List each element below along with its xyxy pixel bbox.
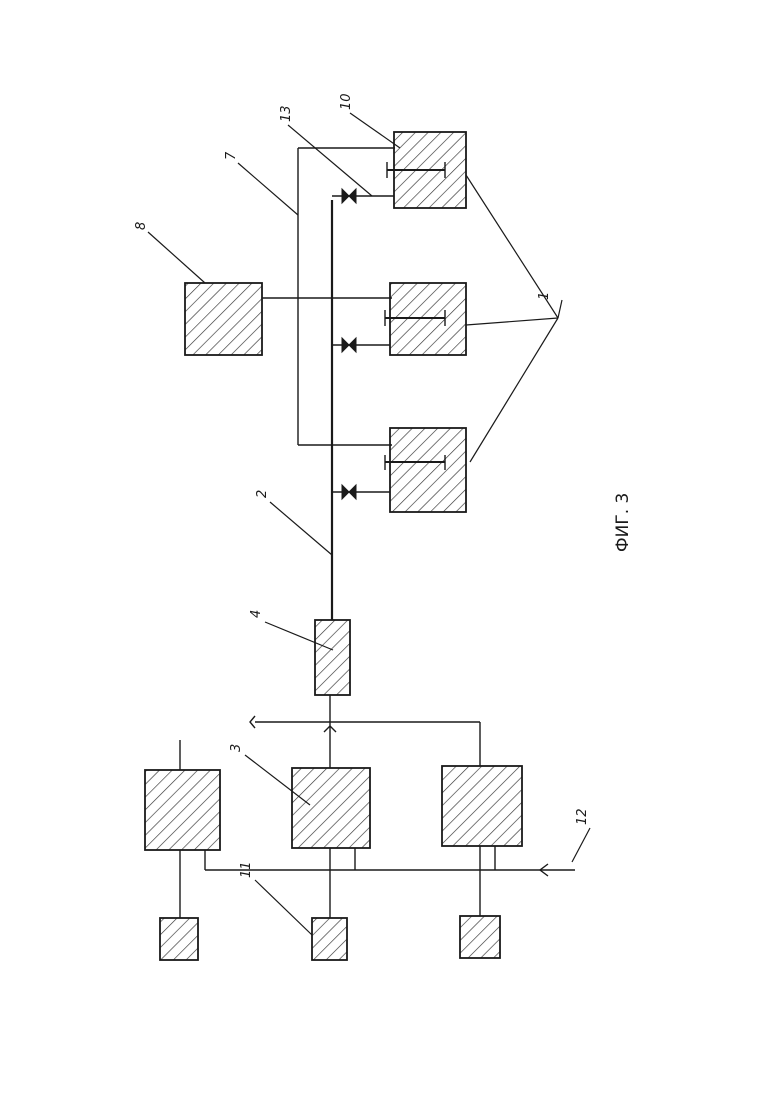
small-unit-11 xyxy=(312,918,347,960)
unit-4 xyxy=(315,620,350,695)
feed-line-12 xyxy=(205,846,575,876)
ref-12: 12 xyxy=(575,808,590,825)
ref-8: 8 xyxy=(134,222,149,230)
ref-4: 4 xyxy=(249,610,264,618)
ref-11: 11 xyxy=(239,861,254,878)
ref-1: 1 xyxy=(537,292,552,300)
valve-branch-a xyxy=(332,485,390,499)
small-unit-bottom xyxy=(460,916,500,958)
valve-branch-b xyxy=(332,338,390,352)
return-line-7 xyxy=(298,148,395,445)
output-collector xyxy=(250,695,480,768)
ref-2: 2 xyxy=(255,490,270,498)
ref-10: 10 xyxy=(339,93,354,110)
source-unit-top xyxy=(145,770,220,850)
figure-caption: ФИГ. 3 xyxy=(613,493,633,552)
tank-1-a xyxy=(385,428,466,512)
unit-8 xyxy=(185,283,262,355)
ref-7: 7 xyxy=(224,151,239,160)
small-unit-top xyxy=(160,918,198,960)
valve-branch-c xyxy=(332,189,394,203)
tank-1-c xyxy=(387,132,466,208)
ref-13: 13 xyxy=(279,105,294,122)
source-unit-3 xyxy=(292,768,370,848)
tank-1-b xyxy=(385,283,466,355)
source-unit-bottom xyxy=(442,766,522,846)
ref-3: 3 xyxy=(229,744,244,752)
